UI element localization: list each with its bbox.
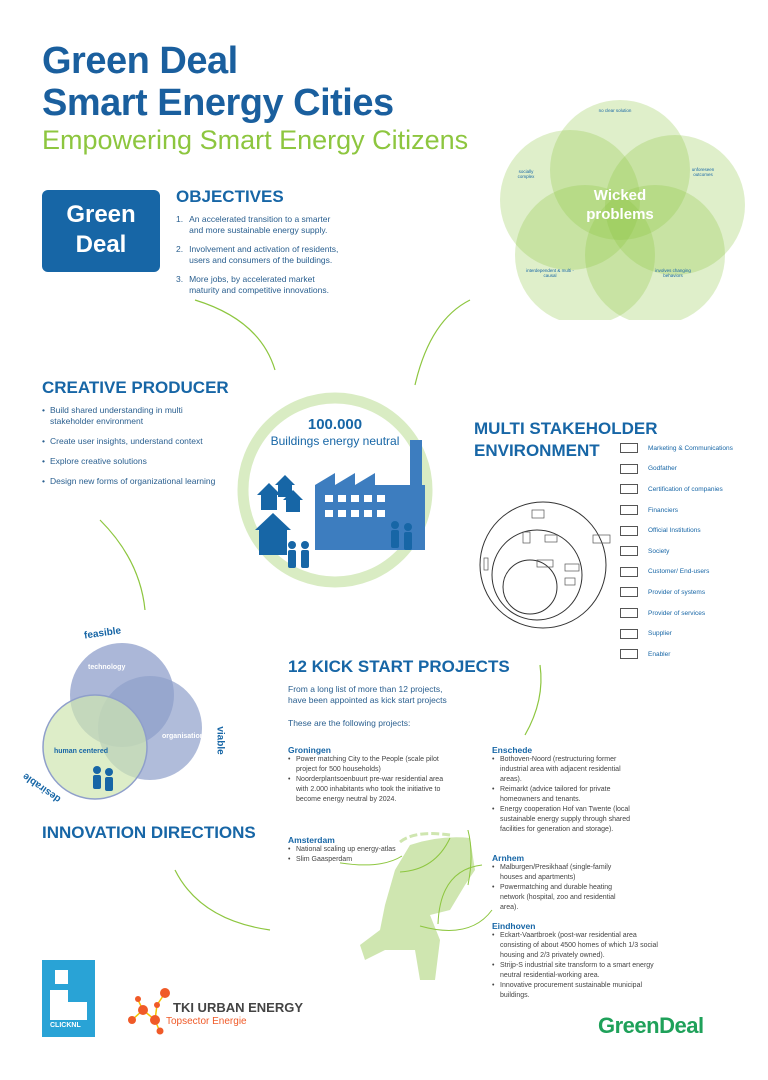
kickstart-title: 12 KICK START PROJECTS xyxy=(288,657,510,676)
venn-circle xyxy=(515,185,655,320)
creative-item: Create user insights, understand context xyxy=(42,436,217,447)
stakeholder-icon xyxy=(620,608,638,619)
city-amsterdam: Amsterdam National scaling up energy-atl… xyxy=(288,835,453,865)
stakeholder-icon xyxy=(620,484,638,495)
stakeholder-icon xyxy=(620,546,638,557)
wicked-label: involves changing behaviors xyxy=(655,268,691,278)
legend-item: Customer/ End-users xyxy=(620,562,768,583)
city-enschede: Enschede Bothoven-Noord (restructuring f… xyxy=(492,745,632,835)
stakeholder-icon xyxy=(620,628,638,639)
people-icon xyxy=(288,521,412,568)
stakeholder-icon xyxy=(620,566,638,577)
creative-item: Design new forms of organizational learn… xyxy=(42,476,217,487)
buildings-number: 100.000 xyxy=(307,416,363,433)
clicknl-logo: CLICKNL xyxy=(42,960,95,1037)
green-deal-badge: Green Deal xyxy=(42,190,160,272)
venn-technology: technology xyxy=(88,664,126,671)
legend-item: Certification of companies xyxy=(620,479,768,500)
stakeholder-icon xyxy=(620,443,638,454)
subtitle: Empowering Smart Energy Citizens xyxy=(42,125,469,155)
city-eindhoven: Eindhoven Eckart-Vaartbroek (post-war re… xyxy=(492,921,662,1001)
innovation-venn xyxy=(42,643,202,800)
objective-item: 2.Involvement and activation of resident… xyxy=(176,244,339,265)
wicked-label: socially complex xyxy=(517,169,535,179)
stakeholder-legend: Marketing & Communications Godfather Cer… xyxy=(620,438,768,665)
venn-organisation: organisation xyxy=(162,733,205,740)
greendeal-logo: GreenDeal xyxy=(598,1013,704,1038)
wicked-label: interdependent & multi - causal xyxy=(526,268,574,278)
legend-item: Godfather xyxy=(620,459,768,480)
creative-item: Explore creative solutions xyxy=(42,456,217,467)
venn-circle xyxy=(500,130,640,270)
legend-item: Official Institutions xyxy=(620,520,768,541)
title-line-2: Smart Energy Cities xyxy=(42,82,394,124)
stakeholder-icon xyxy=(620,463,638,474)
city-arnhem: Arnhem Malburgen/Presikhaaf (single-fami… xyxy=(492,853,632,913)
kickstart-intro: From a long list of more than 12 project… xyxy=(288,684,447,705)
kickstart-lead: These are the following projects: xyxy=(288,718,411,728)
creative-title: CREATIVE PRODUCER xyxy=(42,378,229,397)
legend-item: Provider of services xyxy=(620,603,768,624)
venn-circle xyxy=(550,100,690,240)
creative-list: Build shared understanding in multi stak… xyxy=(42,405,217,487)
innovation-title: INNOVATION DIRECTIONS xyxy=(42,823,256,842)
stakeholder-rings xyxy=(479,501,611,629)
objective-item: 1.An accelerated transition to a smarter… xyxy=(176,214,331,235)
legend-item: Financiers xyxy=(620,500,768,521)
venn-circle xyxy=(605,135,745,275)
house-icon xyxy=(255,475,303,555)
legend-item: Provider of systems xyxy=(620,582,768,603)
buildings-illustration xyxy=(237,392,433,588)
title-line-1: Green Deal xyxy=(42,40,238,82)
tki-sub: Topsector Energie xyxy=(166,1016,247,1027)
stakeholder-icon xyxy=(620,587,638,598)
legend-item: Enabler xyxy=(620,644,768,665)
badge-line-1: Green xyxy=(66,201,136,228)
objective-item: 3.More jobs, by accelerated market matur… xyxy=(176,274,329,295)
city-groningen: Groningen Power matching City to the Peo… xyxy=(288,745,453,805)
people-icon xyxy=(93,766,113,791)
objectives-title: OBJECTIVES xyxy=(176,187,284,206)
stakeholder-icon xyxy=(620,505,638,516)
wicked-label: no clear solution xyxy=(598,108,632,113)
stakeholder-icon xyxy=(620,525,638,536)
stakeholder-icon xyxy=(620,649,638,660)
objectives-list: 1.An accelerated transition to a smarter… xyxy=(176,214,346,304)
legend-item: Society xyxy=(620,541,768,562)
badge-line-2: Deal xyxy=(75,231,127,258)
tki-name: TKI URBAN ENERGY xyxy=(173,1000,304,1015)
buildings-label: Buildings energy neutral xyxy=(270,434,400,448)
legend-item: Supplier xyxy=(620,623,768,644)
netherlands-map xyxy=(340,830,493,980)
tki-molecule-icon xyxy=(128,988,170,1035)
wicked-label: unforeseen outcomes xyxy=(691,167,715,177)
wicked-problems-venn xyxy=(500,100,745,320)
venn-human-centered: human centered xyxy=(54,748,109,755)
venn-circle xyxy=(585,185,725,320)
label-viable: viable xyxy=(214,726,226,755)
creative-item: Build shared understanding in multi stak… xyxy=(42,405,217,427)
legend-item: Marketing & Communications xyxy=(620,438,768,459)
